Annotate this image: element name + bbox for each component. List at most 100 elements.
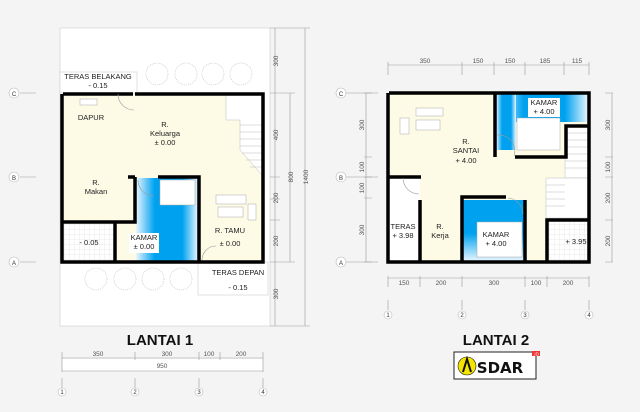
- label-tamu: R. TAMU: [215, 226, 245, 235]
- label-teras-2: TERAS: [390, 222, 415, 231]
- svg-text:100: 100: [605, 161, 612, 172]
- label-makan-2: Makan: [85, 187, 108, 196]
- svg-text:C: C: [339, 92, 344, 98]
- svg-text:950: 950: [157, 363, 168, 370]
- svg-text:300: 300: [273, 288, 280, 299]
- svg-text:350: 350: [93, 351, 104, 358]
- kamar-label-bg: [129, 233, 159, 253]
- svg-text:4: 4: [587, 313, 591, 319]
- level-bathroom-2: + 3.95: [565, 237, 586, 246]
- svg-text:100: 100: [359, 161, 366, 172]
- dims-right-2: 300 100 200 200: [605, 92, 613, 263]
- svg-text:300: 300: [359, 119, 366, 130]
- svg-text:B: B: [12, 176, 16, 182]
- svg-text:4: 4: [261, 390, 265, 396]
- label-keluarga-2: Keluarga: [150, 129, 181, 138]
- svg-text:100: 100: [359, 182, 366, 193]
- label-makan-1: R.: [92, 178, 100, 187]
- level-teras-belakang: - 0.15: [88, 81, 107, 90]
- dims-bottom-1: 350 300 100 200 950 1 2 3 4: [57, 351, 268, 397]
- svg-text:300: 300: [489, 280, 500, 287]
- bathroom-fill: [63, 223, 115, 261]
- label-kerja-1: R.: [436, 222, 444, 231]
- level-kamar-2b: + 4.00: [485, 239, 506, 248]
- walls-2: [386, 91, 591, 264]
- svg-text:A: A: [339, 261, 343, 267]
- svg-text:1: 1: [60, 390, 64, 396]
- kamar-a-label-bg: [528, 98, 560, 117]
- svg-text:1400: 1400: [303, 169, 310, 184]
- label-teras-depan: TERAS DEPAN: [212, 268, 264, 277]
- lantai-2-plan: R. SANTAI + 4.00 KAMAR + 4.00 TERAS + 3.…: [335, 58, 613, 349]
- svg-text:800: 800: [288, 171, 295, 182]
- teras-area-2: [389, 177, 420, 261]
- level-kamar-2a: + 4.00: [533, 107, 554, 116]
- svg-text:C: C: [12, 92, 17, 98]
- svg-text:200: 200: [605, 235, 612, 246]
- level-keluarga: ± 0.00: [155, 138, 176, 147]
- svg-text:350: 350: [420, 58, 431, 65]
- level-bathroom-1: - 0.05: [79, 238, 98, 247]
- asdar-logo: SDAR .ID: [453, 351, 540, 380]
- lantai-1-plan: TERAS BELAKANG - 0.15 DAPUR R. Keluarga …: [8, 27, 310, 397]
- svg-text:200: 200: [436, 280, 447, 287]
- label-teras-belakang: TERAS BELAKANG: [64, 72, 132, 81]
- label-kamar-2a: KAMAR: [531, 98, 558, 107]
- door-swings-2: [402, 134, 524, 215]
- bed-icon-2a: [516, 117, 561, 151]
- svg-text:300: 300: [273, 55, 280, 66]
- svg-text:150: 150: [473, 58, 484, 65]
- kamar-b-label-bg: [480, 230, 512, 249]
- level-kamar-1: ± 0.00: [134, 242, 155, 251]
- label-keluarga-1: R.: [161, 120, 169, 129]
- walls: [60, 92, 265, 264]
- svg-text:1: 1: [386, 313, 390, 319]
- svg-text:A: A: [12, 261, 16, 267]
- sofa-icon-2: [399, 107, 444, 135]
- svg-text:100: 100: [204, 351, 215, 358]
- title-lantai-2: LANTAI 2: [463, 332, 529, 349]
- dims-top-2: 350 150 150 185 115: [387, 58, 590, 75]
- svg-text:.ID: .ID: [533, 352, 540, 357]
- svg-text:200: 200: [605, 192, 612, 203]
- level-teras-2: + 3.98: [392, 231, 413, 240]
- svg-text:185: 185: [540, 58, 551, 65]
- label-kamar-1: KAMAR: [131, 233, 158, 242]
- sink-icon: [79, 98, 98, 106]
- grid-rows-1: C B A: [8, 87, 36, 268]
- stairs-icon-2: [545, 125, 589, 219]
- tree-icons: [84, 62, 253, 291]
- svg-text:300: 300: [605, 119, 612, 130]
- title-lantai-1: LANTAI 1: [127, 332, 193, 349]
- grid-rows-2: C B A: [335, 87, 378, 268]
- svg-text:400: 400: [273, 129, 280, 140]
- label-santai-2: SANTAI: [453, 146, 480, 155]
- svg-text:B: B: [339, 176, 343, 182]
- dims-left-2: 300 100 100 300: [359, 92, 372, 263]
- level-teras-depan: - 0.15: [228, 283, 247, 292]
- svg-text:150: 150: [399, 280, 410, 287]
- svg-text:200: 200: [273, 192, 280, 203]
- svg-text:300: 300: [359, 224, 366, 235]
- bed-icon: [159, 179, 196, 206]
- svg-text:100: 100: [531, 280, 542, 287]
- svg-text:200: 200: [563, 280, 574, 287]
- svg-text:150: 150: [505, 58, 516, 65]
- label-kamar-2b: KAMAR: [483, 230, 510, 239]
- label-kerja-2: Kerja: [431, 231, 449, 240]
- svg-text:200: 200: [236, 351, 247, 358]
- label-dapur: DAPUR: [78, 113, 105, 122]
- label-santai-1: R.: [462, 137, 470, 146]
- dims-bottom-2: 150 200 300 100 200 1 2 3 4: [383, 276, 594, 320]
- bathroom-fill-2: [547, 220, 588, 261]
- svg-text:115: 115: [572, 58, 583, 65]
- dims-right-1: 300 400 200 200 300 800 1400: [270, 27, 310, 327]
- sofa-icon: [215, 194, 257, 221]
- svg-text:2: 2: [133, 390, 137, 396]
- svg-text:3: 3: [523, 313, 527, 319]
- door-swings: [117, 93, 217, 261]
- level-tamu: ± 0.00: [220, 239, 241, 248]
- kamar-a-fill-2: [496, 94, 516, 150]
- svg-text:300: 300: [162, 351, 173, 358]
